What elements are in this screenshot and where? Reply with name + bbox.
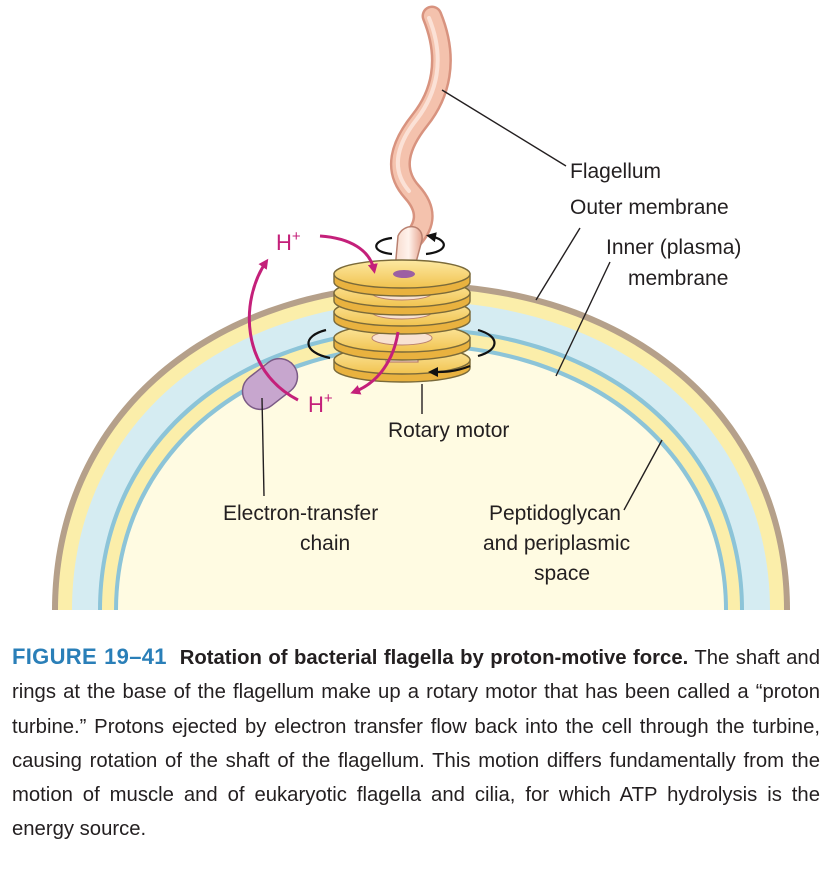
label-outer-membrane: Outer membrane — [570, 196, 729, 219]
h-plus-top-label: H+ — [276, 228, 301, 255]
label-inner-membrane-line1: Inner (plasma) — [606, 236, 741, 259]
proton-ejection-arrow — [247, 258, 299, 402]
proton-return-arrow-bottom — [350, 331, 400, 395]
proton-flow-arrows — [247, 234, 400, 402]
h-plus-bottom-label: H+ — [308, 390, 333, 417]
leader-outer-membrane — [535, 227, 581, 301]
label-peptidoglycan-line3: space — [534, 562, 590, 585]
caption-title: Rotation of bacterial flagella by proton… — [179, 647, 689, 669]
leader-inner-membrane — [555, 261, 611, 377]
label-etc-line2: chain — [300, 532, 350, 555]
cytoplasm — [118, 347, 724, 610]
label-peptidoglycan-line2: and periplasmic — [483, 532, 630, 555]
hook-rotation-arrow — [375, 232, 445, 256]
rotary-motor — [333, 259, 471, 383]
electron-transfer-chain-complex — [241, 357, 299, 411]
flagellar-motor-diagram: H+ H+ Flagellum Outer membrane Inner (pl… — [52, 5, 790, 610]
label-rotary-motor: Rotary motor — [388, 419, 509, 442]
caption-body: The shaft and rings at the base of the f… — [12, 647, 820, 841]
leader-lines — [261, 89, 663, 511]
proton-return-arrow-top — [319, 234, 378, 274]
leader-flagellum — [441, 89, 567, 167]
label-peptidoglycan-line1: Peptidoglycan — [489, 502, 621, 525]
label-etc-line1: Electron-transfer — [223, 502, 378, 525]
flagellum — [389, 5, 452, 253]
figure-number: FIGURE 19–41 — [12, 644, 167, 669]
leader-peptidoglycan — [623, 439, 663, 511]
motor-rotation-arrow — [307, 328, 496, 377]
label-flagellum: Flagellum — [570, 160, 661, 183]
figure-caption: FIGURE 19–41 Rotation of bacterial flage… — [12, 640, 820, 847]
leader-electron-transfer-chain — [261, 397, 265, 497]
label-inner-membrane-line2: membrane — [628, 267, 728, 290]
